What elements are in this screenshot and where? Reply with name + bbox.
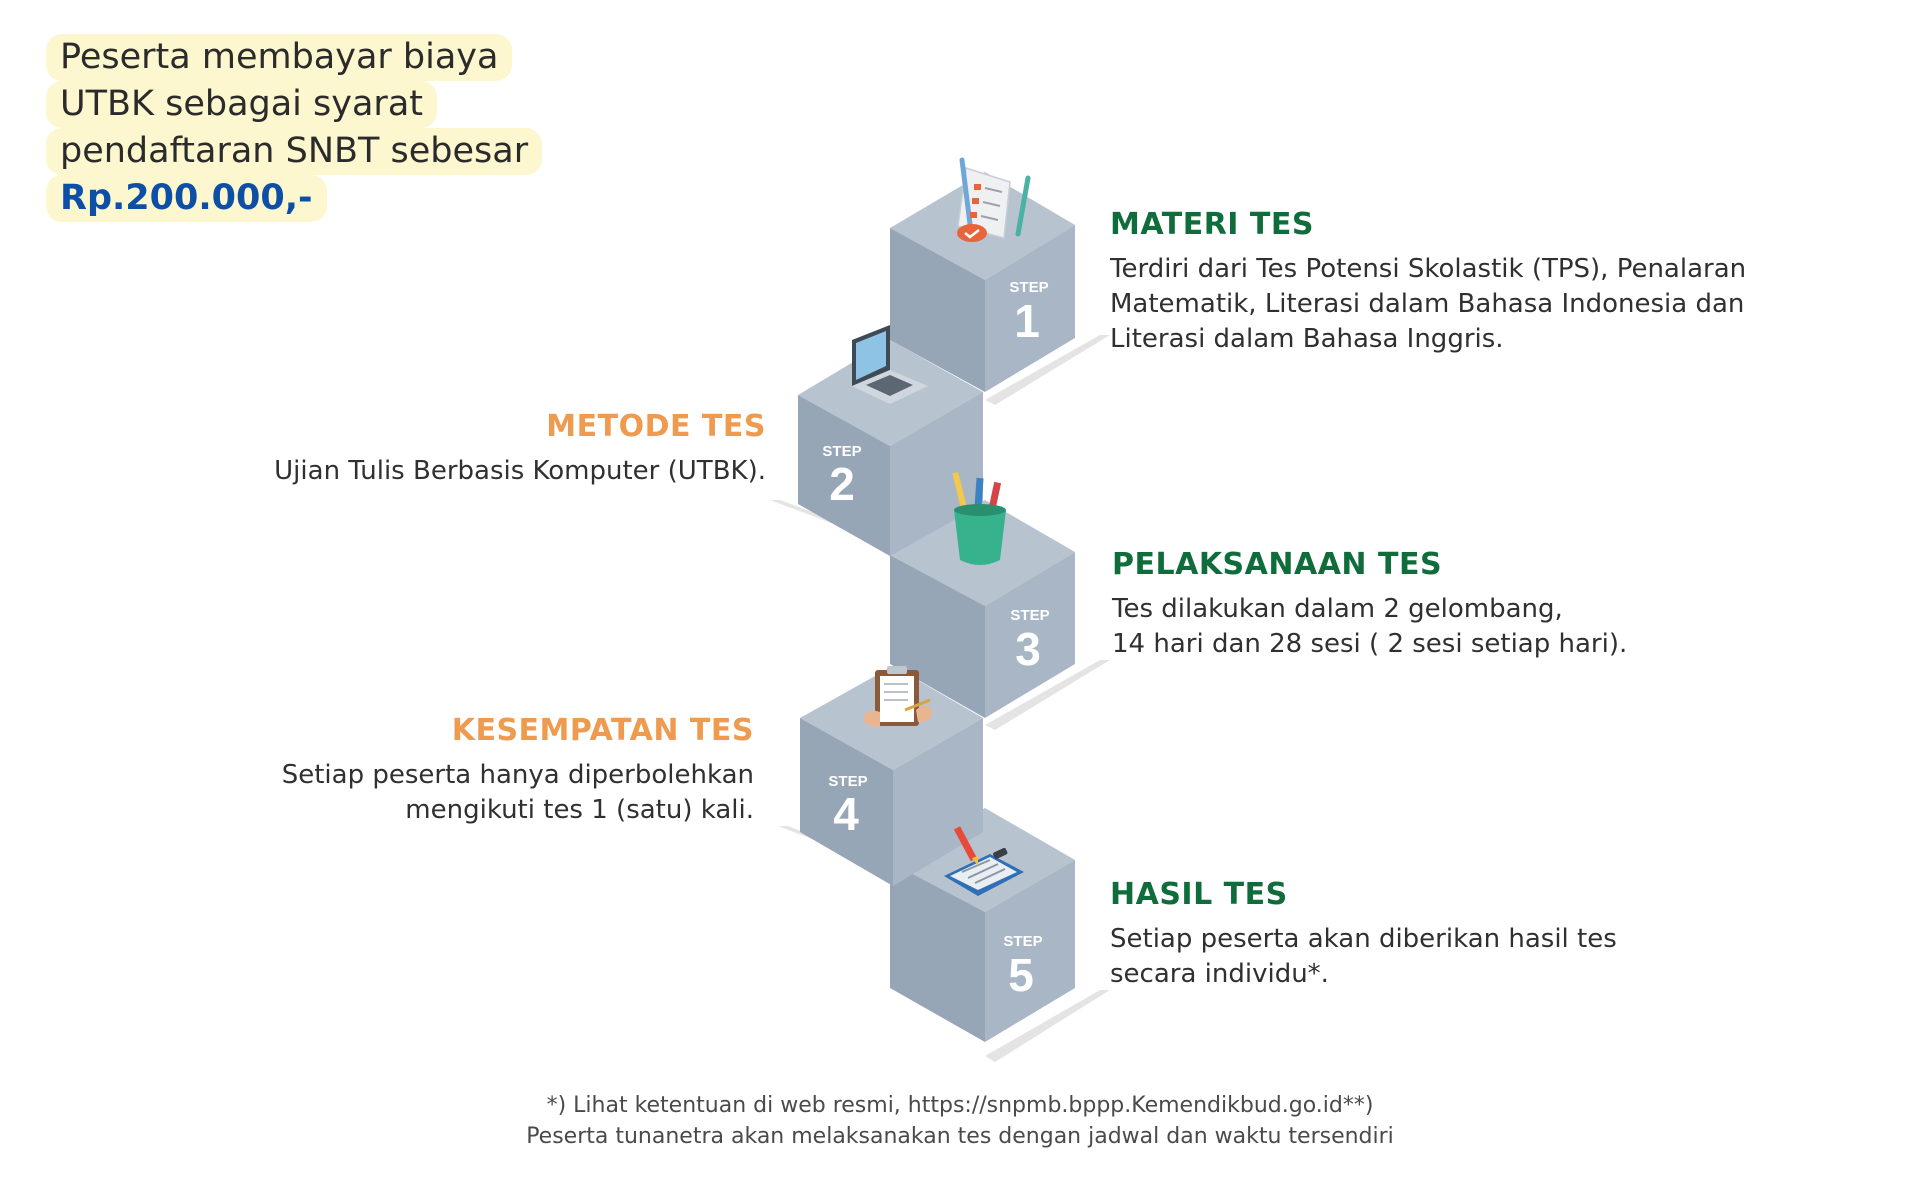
step-4-info: KESEMPATAN TES Setiap peserta hanya dipe… bbox=[282, 714, 754, 828]
cube-step-5: STEP 5 bbox=[890, 808, 1075, 1042]
step-2-title: METODE TES bbox=[546, 409, 766, 444]
fee-line-1: Peserta membayar biaya bbox=[46, 34, 513, 81]
step-3-info: PELAKSANAAN TES Tes dilakukan dalam 2 ge… bbox=[1112, 548, 1627, 662]
footer-line-1: *) Lihat ketentuan di web resmi, https:/… bbox=[546, 1093, 1374, 1118]
step-1-label: STEP bbox=[1009, 279, 1048, 296]
step-4-text: Setiap peserta hanya diperbolehkan mengi… bbox=[281, 760, 754, 825]
step-3-text: Tes dilakukan dalam 2 gelombang, 14 hari… bbox=[1112, 594, 1628, 659]
step-3-title: PELAKSANAAN TES bbox=[1112, 547, 1443, 582]
step-1-number: 1 bbox=[1014, 295, 1040, 347]
fee-line-3: pendaftaran SNBT sebesar bbox=[46, 128, 543, 175]
fee-amount: Rp.200.000,- bbox=[46, 175, 327, 222]
cube-step-4: STEP 4 bbox=[800, 666, 983, 886]
checklist-icon bbox=[957, 157, 1031, 242]
step-2-text: Ujian Tulis Berbasis Komputer (UTBK). bbox=[274, 456, 766, 486]
step-2-info: METODE TES Ujian Tulis Berbasis Komputer… bbox=[274, 410, 766, 489]
step-2-label: STEP bbox=[822, 443, 861, 460]
step-4-number: 4 bbox=[833, 788, 859, 840]
cube-step-1: STEP 1 bbox=[890, 172, 1075, 392]
step-5-title: HASIL TES bbox=[1110, 877, 1288, 912]
step-1-text: Terdiri dari Tes Potensi Skolastik (TPS)… bbox=[1110, 254, 1747, 354]
step-1-info: MATERI TES Terdiri dari Tes Potensi Skol… bbox=[1110, 208, 1746, 357]
clipboard-icon bbox=[864, 666, 932, 727]
step-5-label: STEP bbox=[1003, 933, 1042, 950]
step-5-number: 5 bbox=[1008, 949, 1034, 1001]
result-sheet-icon bbox=[944, 826, 1024, 896]
footer-line-2: Peserta tunanetra akan melaksanakan tes … bbox=[526, 1124, 1394, 1149]
step-3-number: 3 bbox=[1015, 623, 1041, 675]
step-4-label: STEP bbox=[828, 773, 867, 790]
laptop-icon bbox=[852, 325, 928, 404]
step-2-number: 2 bbox=[829, 458, 855, 510]
fee-callout: Peserta membayar biaya UTBK sebagai syar… bbox=[46, 34, 543, 222]
step-4-title: KESEMPATAN TES bbox=[451, 713, 754, 748]
step-3-label: STEP bbox=[1010, 607, 1049, 624]
step-1-title: MATERI TES bbox=[1110, 207, 1314, 242]
footer-notes: *) Lihat ketentuan di web resmi, https:/… bbox=[0, 1090, 1920, 1152]
pencil-cup-icon bbox=[952, 471, 1006, 565]
step-5-info: HASIL TES Setiap peserta akan diberikan … bbox=[1110, 878, 1617, 992]
fee-line-2: UTBK sebagai syarat bbox=[46, 81, 437, 128]
step-5-text: Setiap peserta akan diberikan hasil tes … bbox=[1110, 924, 1617, 989]
